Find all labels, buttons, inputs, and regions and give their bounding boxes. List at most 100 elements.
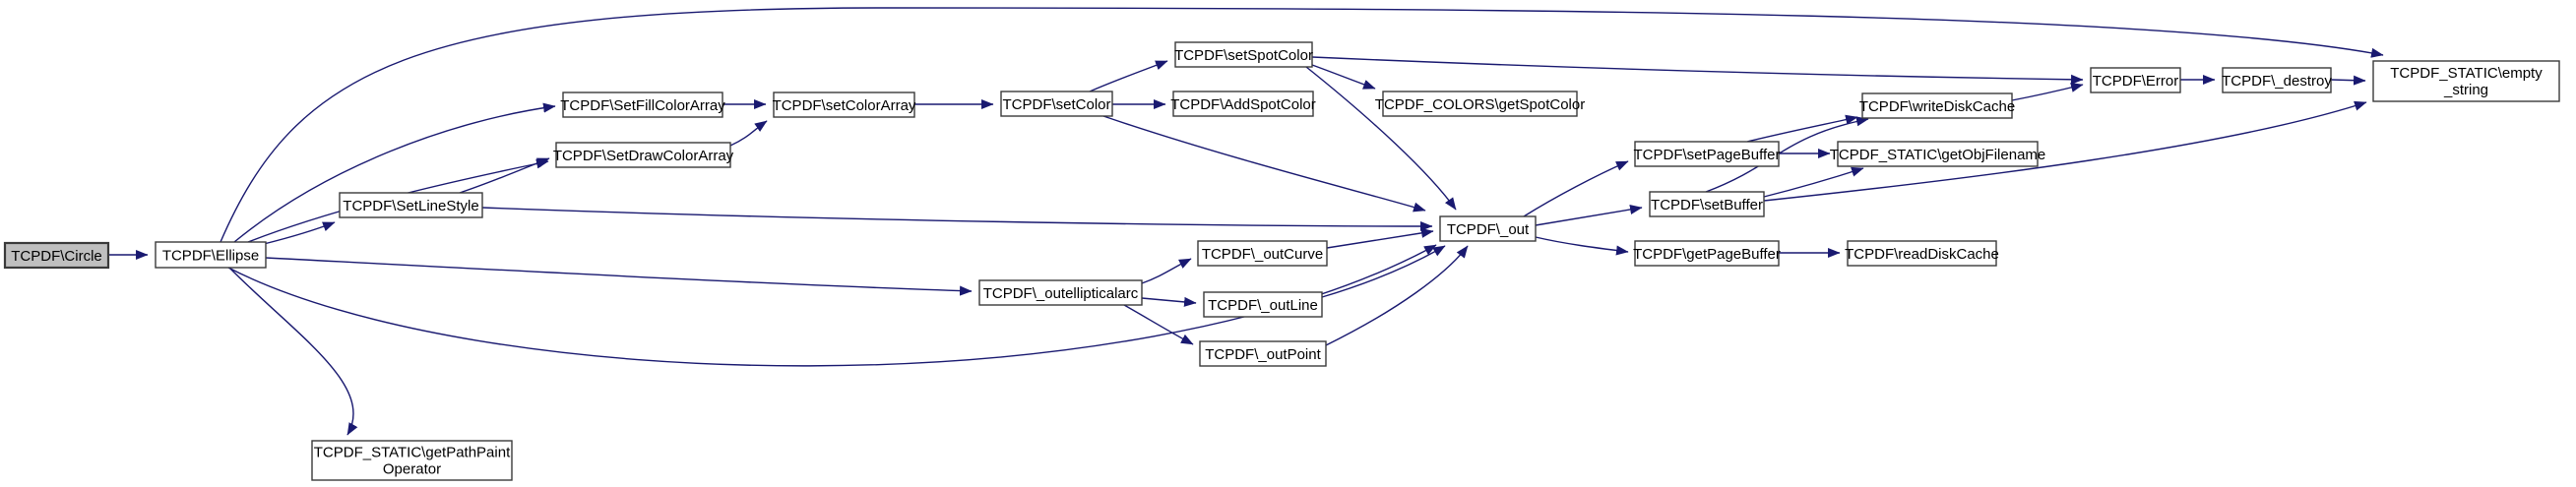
node-label-getpathpaintoperator-line1: TCPDF_STATIC\getPathPaint: [314, 445, 511, 461]
node-getpagebuffer[interactable]: TCPDF\getPageBuffer: [1633, 240, 1781, 267]
node-circle[interactable]: TCPDF\Circle: [3, 241, 110, 270]
node-box-getpagebuffer[interactable]: [1634, 240, 1780, 267]
node-label-ellipse: TCPDF\Ellipse: [162, 248, 259, 265]
node-emptystring[interactable]: TCPDF_STATIC\empty_string: [2372, 60, 2560, 102]
edge-ellipse-to-outellipticalarc: [265, 257, 973, 296]
node-getspotcolor[interactable]: TCPDF_COLORS\getSpotColor: [1375, 91, 1585, 117]
node-label-writediskcache: TCPDF\writeDiskCache: [1859, 98, 2015, 115]
edge-outellipticalarc-to-outcurve: [1141, 258, 1192, 284]
edge-ellipse-to-getpathpaintoperator: [228, 267, 358, 436]
node-label-getpagebuffer: TCPDF\getPageBuffer: [1633, 246, 1781, 263]
node-outellipticalarc[interactable]: TCPDF\_outellipticalarc: [978, 279, 1143, 306]
node-setbuffer[interactable]: TCPDF\setBuffer: [1649, 191, 1765, 217]
node-box-setcolor[interactable]: [1000, 91, 1113, 117]
node-setfillcolorarray[interactable]: TCPDF\SetFillColorArray: [560, 91, 725, 118]
edge-outellipticalarc-to-outline: [1141, 296, 1197, 307]
node-setpagebuffer[interactable]: TCPDF\setPageBuffer: [1634, 141, 1781, 167]
node-setcolorarray[interactable]: TCPDF\setColorArray: [773, 91, 916, 118]
node-label-setfillcolorarray: TCPDF\SetFillColorArray: [560, 97, 725, 114]
edge-out-to-setbuffer: [1535, 204, 1643, 226]
node-label-getpathpaintoperator-line2: Operator: [383, 461, 441, 478]
edge-ellipse-to-setfillcolorarray: [233, 102, 556, 243]
node-box-setcolorarray[interactable]: [773, 91, 915, 118]
node-box-emptystring[interactable]: [2372, 60, 2560, 102]
node-label-circle: TCPDF\Circle: [11, 248, 102, 265]
edges-layer: [108, 7, 2384, 436]
node-box-error[interactable]: [2090, 67, 2181, 93]
node-addspotcolor[interactable]: TCPDF\AddSpotColor: [1170, 91, 1316, 117]
edge-setlinestyle-to-out: [481, 207, 1433, 232]
node-readdiskcache[interactable]: TCPDF\readDiskCache: [1845, 240, 1999, 267]
node-setspotcolor[interactable]: TCPDF\setSpotColor: [1174, 41, 1313, 68]
edge-ellipse-to-emptystring: [220, 7, 2384, 243]
node-box-getpathpaintoperator[interactable]: [311, 440, 513, 481]
edge-setbuffer-to-writediskcache: [1705, 116, 1869, 193]
node-label-error: TCPDF\Error: [2093, 73, 2179, 90]
node-label-destroy: TCPDF\_destroy: [2222, 73, 2332, 90]
node-setdrawcolorarray[interactable]: TCPDF\SetDrawColorArray: [553, 142, 734, 168]
edge-setpagebuffer-to-writediskcache: [1746, 114, 1858, 143]
node-label-setspotcolor: TCPDF\setSpotColor: [1174, 47, 1313, 64]
node-setcolor[interactable]: TCPDF\setColor: [1000, 91, 1113, 117]
node-box-readdiskcache[interactable]: [1847, 240, 1997, 267]
node-box-setdrawcolorarray[interactable]: [555, 142, 731, 168]
edge-ellipse-to-setlinestyle: [263, 221, 336, 245]
node-box-setfillcolorarray[interactable]: [562, 91, 723, 118]
node-label-emptystring-line1: TCPDF_STATIC\empty: [2390, 65, 2543, 82]
node-label-out: TCPDF\_out: [1447, 221, 1530, 238]
edge-outline-to-out: [1321, 245, 1446, 298]
node-box-out[interactable]: [1439, 215, 1537, 242]
edge-outpoint-to-out: [1325, 245, 1469, 346]
node-label-outcurve: TCPDF\_outCurve: [1202, 246, 1323, 263]
node-box-outellipticalarc[interactable]: [978, 279, 1143, 306]
node-writediskcache[interactable]: TCPDF\writeDiskCache: [1859, 92, 2015, 119]
node-label-emptystring-line2: _string: [2443, 82, 2488, 98]
node-box-addspotcolor[interactable]: [1172, 91, 1314, 117]
node-box-writediskcache[interactable]: [1861, 92, 2013, 119]
edge-setspotcolor-to-out: [1305, 66, 1457, 211]
edge-out-to-getpagebuffer: [1535, 236, 1629, 256]
node-box-setbuffer[interactable]: [1649, 191, 1765, 217]
node-box-getobjfilename[interactable]: [1837, 141, 2039, 167]
node-box-outpoint[interactable]: [1199, 340, 1327, 367]
edge-setcolor-to-out: [1102, 115, 1426, 213]
node-out[interactable]: TCPDF\_out: [1439, 215, 1537, 242]
node-ellipse[interactable]: TCPDF\Ellipse: [155, 241, 267, 269]
edge-out-to-setpagebuffer: [1523, 160, 1629, 217]
node-outline[interactable]: TCPDF\_outLine: [1203, 291, 1323, 318]
edge-destroy-to-emptystring: [2330, 75, 2366, 86]
node-label-setcolor: TCPDF\setColor: [1002, 96, 1110, 113]
node-box-setlinestyle[interactable]: [339, 192, 483, 218]
node-label-outpoint: TCPDF\_outPoint: [1205, 346, 1321, 363]
edge-setlinestyle-to-setdrawcolorarray: [459, 157, 550, 194]
node-box-outcurve[interactable]: [1197, 240, 1328, 267]
node-label-setdrawcolorarray: TCPDF\SetDrawColorArray: [553, 148, 734, 164]
node-label-setcolorarray: TCPDF\setColorArray: [773, 97, 916, 114]
node-box-circle[interactable]: [3, 241, 110, 270]
node-box-setpagebuffer[interactable]: [1634, 141, 1780, 167]
edge-writediskcache-to-error: [2011, 83, 2084, 101]
node-label-setpagebuffer: TCPDF\setPageBuffer: [1634, 147, 1781, 163]
edge-outellipticalarc-to-outpoint: [1123, 304, 1194, 345]
node-box-ellipse[interactable]: [155, 241, 267, 269]
node-label-addspotcolor: TCPDF\AddSpotColor: [1170, 96, 1316, 113]
nodes-layer: TCPDF\Circle TCPDF\Ellipse TCPDF\SetLineSt…: [3, 41, 2560, 481]
node-label-setlinestyle: TCPDF\SetLineStyle: [343, 198, 478, 214]
node-box-getspotcolor[interactable]: [1382, 91, 1578, 117]
node-box-outline[interactable]: [1203, 291, 1323, 318]
node-outpoint[interactable]: TCPDF\_outPoint: [1199, 340, 1327, 367]
edge-setspotcolor-to-getspotcolor: [1311, 64, 1376, 90]
node-box-setspotcolor[interactable]: [1174, 41, 1313, 68]
node-getobjfilename[interactable]: TCPDF_STATIC\getObjFilename: [1830, 141, 2046, 167]
edge-setcolor-to-setspotcolor: [1089, 60, 1168, 92]
node-error[interactable]: TCPDF\Error: [2090, 67, 2181, 93]
node-box-destroy[interactable]: [2222, 67, 2332, 93]
node-outcurve[interactable]: TCPDF\_outCurve: [1197, 240, 1328, 267]
node-label-setbuffer: TCPDF\setBuffer: [1651, 197, 1763, 213]
node-setlinestyle[interactable]: TCPDF\SetLineStyle: [339, 192, 483, 218]
edge-setspotcolor-to-error: [1311, 56, 2084, 85]
node-destroy[interactable]: TCPDF\_destroy: [2222, 67, 2332, 93]
